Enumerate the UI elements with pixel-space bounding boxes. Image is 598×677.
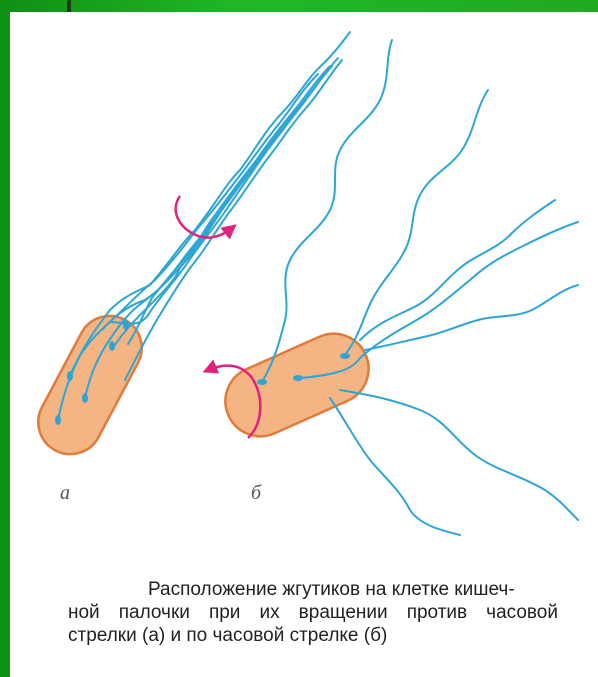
caption-line-1: Расположение жгутиков на клетке кишеч-: [68, 578, 558, 601]
flagella-b: [262, 40, 578, 535]
figure-caption: Расположение жгутиков на клетке кишеч- н…: [68, 578, 558, 647]
caption-line-2: ной палочки при их вращении против часов…: [68, 601, 558, 624]
caption-line-3: стрелки (а) и по часовой стрелке (б): [68, 624, 558, 647]
cell-a: [27, 305, 153, 466]
label-b: б: [251, 482, 261, 505]
label-a: а: [60, 482, 70, 505]
